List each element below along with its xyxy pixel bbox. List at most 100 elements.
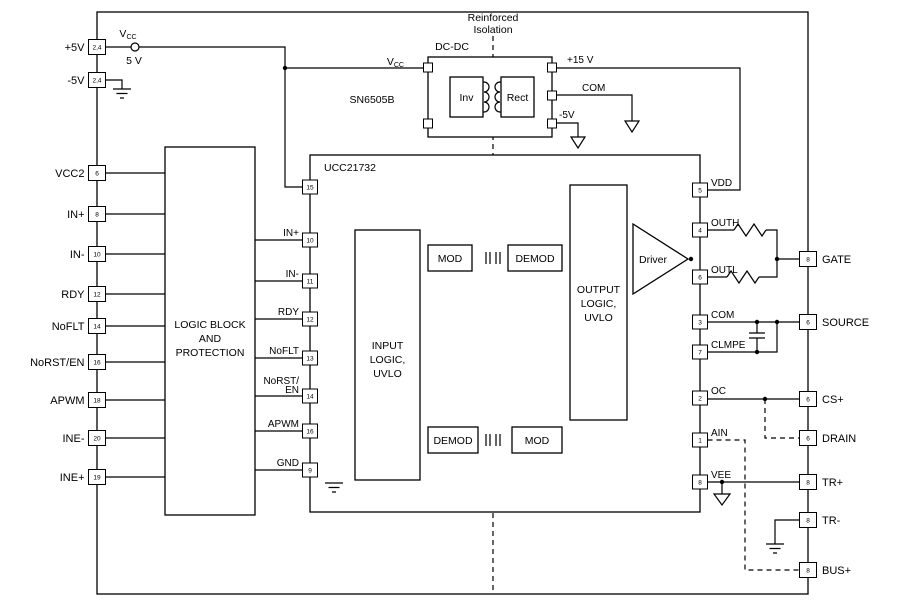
dcdc-pin-box xyxy=(423,118,433,129)
pin-label: SOURCE xyxy=(822,317,869,329)
dcdc-out-15v-label: +15 V xyxy=(567,55,594,66)
demod-bottom-block xyxy=(427,426,479,454)
ucc-pin-box-outh xyxy=(692,222,708,238)
right-connector-pins: 8 6 6 6 8 8 8 GATE SOURCE CS+ DRAIN TR+ … xyxy=(799,251,869,578)
pin-box-drain xyxy=(799,430,817,446)
ucc-pin-label: EN xyxy=(285,385,299,396)
ucc-pin-label: VEE xyxy=(711,470,731,481)
pin-label: BUS+ xyxy=(822,565,851,577)
ucc-pin-label: APWM xyxy=(268,419,299,430)
logic-block-label-line1: LOGIC BLOCK xyxy=(174,319,245,331)
pin-label: APWM xyxy=(50,395,84,407)
pin-number: 6 xyxy=(806,436,810,443)
ucc-pin-box-clmpe xyxy=(692,344,708,360)
dcdc-pin-box xyxy=(547,90,557,101)
wire-segment xyxy=(707,259,778,278)
dcdc-vcc-label: VCC xyxy=(387,56,404,69)
pin-label: TR+ xyxy=(822,477,843,489)
dcdc-pin-box xyxy=(423,62,433,73)
input-logic-label-line1: INPUT xyxy=(372,340,404,352)
logic-block-label-line2: AND xyxy=(199,333,222,345)
pin-number: 2,4 xyxy=(92,78,101,85)
ucc-pin-box-norst xyxy=(302,388,318,404)
ucc-pin-label: IN+ xyxy=(283,228,299,239)
mod-top-block xyxy=(427,244,473,272)
pin-box-rdy xyxy=(88,286,106,302)
ucc-pin-box-oc xyxy=(692,390,708,406)
ucc-title: UCC21732 xyxy=(324,162,376,174)
pin-number: 6 xyxy=(806,397,810,404)
ucc-pin-box-inp xyxy=(302,232,318,248)
junction-dot xyxy=(774,319,780,325)
dcdc-pin-box xyxy=(547,62,557,73)
demod-bottom-label: DEMOD xyxy=(433,435,473,447)
ground-icon xyxy=(766,543,784,554)
rectifier-label: Rect xyxy=(507,92,529,104)
pin-label: -5V xyxy=(67,75,85,87)
ucc-pin-label: NoRST/ xyxy=(263,376,299,387)
left-connector-pins: 2,4 2,4 6 8 10 12 14 16 18 20 19 +5V -5V… xyxy=(30,39,106,485)
inverter-label: Inv xyxy=(459,92,474,104)
ucc-pin-box-apwm xyxy=(302,423,318,439)
ucc-pin-label: COM xyxy=(711,310,734,321)
driver-buffer-icon xyxy=(632,222,690,296)
dcdc-out-neg5v-label: -5V xyxy=(559,110,575,121)
ucc-pin-number: 3 xyxy=(698,320,702,327)
pin-label: IN- xyxy=(70,249,85,261)
input-logic-block xyxy=(354,229,421,481)
ground-triangle-icon xyxy=(712,493,732,507)
pin-label: NoFLT xyxy=(52,321,85,333)
ucc-pin-number: 15 xyxy=(306,185,314,192)
pin-number: 19 xyxy=(93,475,101,482)
junction-dot xyxy=(688,256,694,262)
pin-number: 18 xyxy=(93,398,101,405)
symbols-layer xyxy=(113,42,784,554)
output-logic-label-line1: OUTPUT xyxy=(577,284,621,296)
junction-dot xyxy=(754,349,760,355)
pin-box-inn xyxy=(88,246,106,262)
ground-icon xyxy=(113,88,131,99)
pin-number: 10 xyxy=(93,252,101,259)
ucc-pin-number: 5 xyxy=(698,188,702,195)
pin-number: 8 xyxy=(95,212,99,219)
logic-protection-block xyxy=(164,146,256,516)
capacitor-icon xyxy=(749,332,765,339)
pin-label: INE- xyxy=(63,433,85,445)
ucc-pin-label: OUTL xyxy=(711,265,738,276)
isolation-label-line1: Reinforced xyxy=(468,12,519,24)
pin-box-source xyxy=(799,314,817,330)
ucc-pin-label: IN- xyxy=(286,269,299,280)
ucc-pin-number: 10 xyxy=(306,238,314,245)
wire-segment xyxy=(707,322,778,353)
pin-number: 6 xyxy=(806,320,810,327)
pin-box-gate xyxy=(799,251,817,267)
ucc-pin-box-ain xyxy=(692,432,708,448)
ucc-pin-label: OUTH xyxy=(711,218,739,229)
input-logic-label-line2: LOGIC, xyxy=(370,354,406,366)
ucc-pin-box-com xyxy=(692,314,708,330)
pin-label: RDY xyxy=(61,289,85,301)
mod-top-label: MOD xyxy=(438,253,463,265)
ucc-pin-box-rdy xyxy=(302,311,318,327)
pin-box-5vp xyxy=(88,39,106,55)
ucc-pin-box-outl xyxy=(692,269,708,285)
isolation-label-line2: Isolation xyxy=(473,24,512,36)
ucc-pin-box-noflt xyxy=(302,350,318,366)
pin-box-apwm xyxy=(88,392,106,408)
demod-top-label: DEMOD xyxy=(515,253,555,265)
input-logic-label-line3: UVLO xyxy=(373,368,402,380)
wire-segment xyxy=(774,519,800,544)
ucc-pin-number: 8 xyxy=(698,480,702,487)
ucc-pin-number: 16 xyxy=(306,429,314,436)
pin-box-5vn xyxy=(88,72,106,88)
wire-segment xyxy=(707,229,778,259)
pin-number: 12 xyxy=(93,292,101,299)
pin-label: TR- xyxy=(822,515,841,527)
dcdc-title: DC-DC xyxy=(435,41,469,53)
ucc-pin-label: RDY xyxy=(278,307,299,318)
mod-bottom-label: MOD xyxy=(525,435,550,447)
ucc-pin-number: 6 xyxy=(698,275,702,282)
pin-label: NoRST/EN xyxy=(30,357,84,369)
